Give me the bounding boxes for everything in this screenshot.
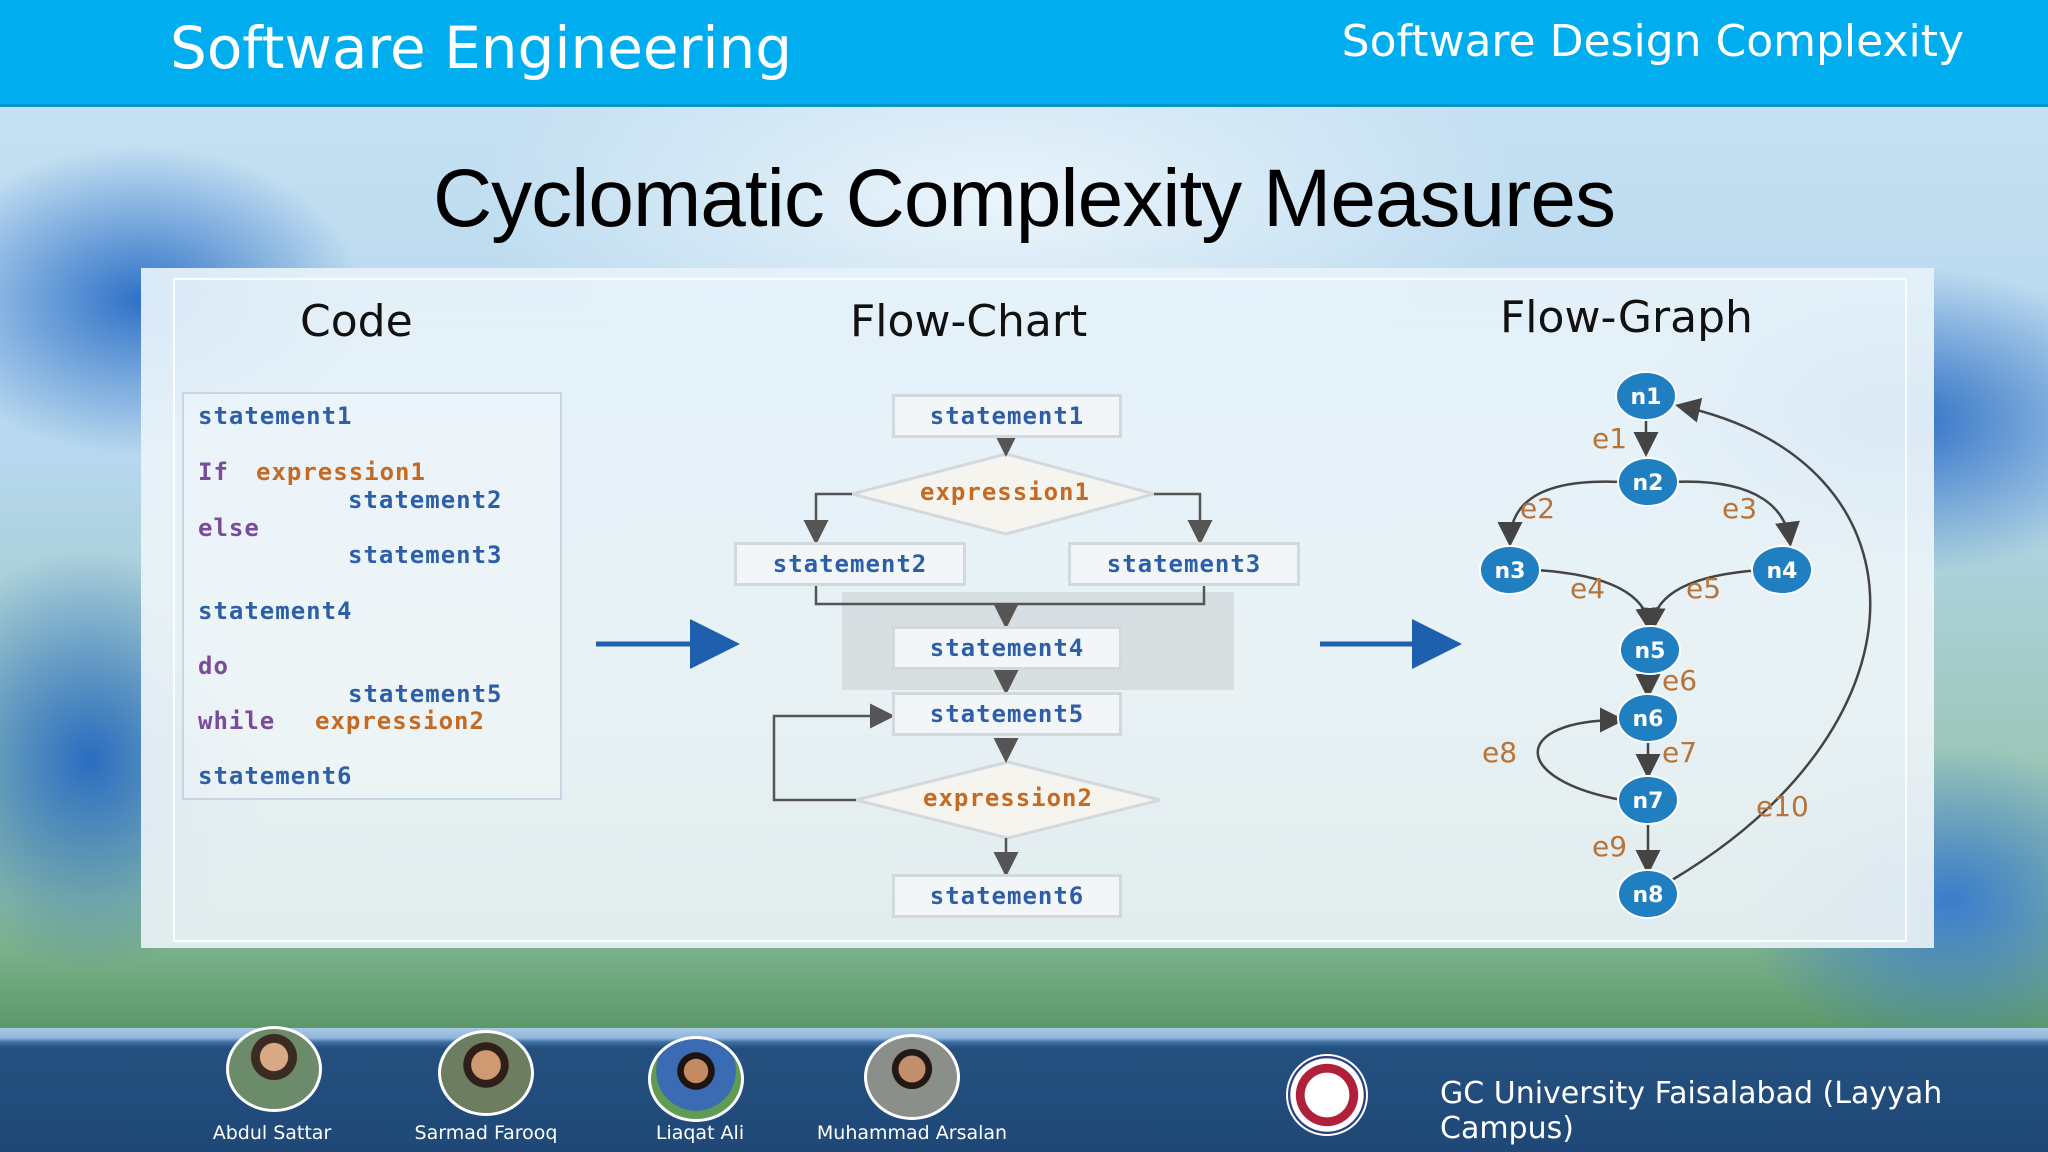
code-heading: Code <box>300 296 413 347</box>
code-line-statement5: statement5 <box>348 680 503 708</box>
university-logo-icon <box>1286 1054 1368 1136</box>
edge-label: e5 <box>1686 572 1721 605</box>
flowchart-expression2: expression2 <box>923 784 1093 812</box>
node-n2 <box>1617 457 1679 507</box>
node-label: n8 <box>1633 883 1664 908</box>
author-name: Liaqat Ali <box>655 1122 745 1144</box>
edge-label: e3 <box>1722 492 1757 525</box>
slide-header: Software Engineering Software Design Com… <box>0 0 2048 107</box>
code-line-statement6: statement6 <box>198 762 353 790</box>
flowchart-expression1: expression1 <box>920 478 1090 506</box>
node-n3 <box>1479 545 1541 595</box>
flowgraph-heading: Flow-Graph <box>1500 292 1753 343</box>
author-avatar <box>864 1034 960 1120</box>
flowchart-statement3: statement3 <box>1068 542 1300 586</box>
university-name: GC University Faisalabad (Layyah Campus) <box>1440 1076 1943 1146</box>
code-line-statement3: statement3 <box>348 541 503 569</box>
flowchart-statement2: statement2 <box>734 542 966 586</box>
code-do-keyword: do <box>198 652 229 680</box>
edge-label: e6 <box>1662 664 1697 697</box>
edge-label: e2 <box>1520 492 1555 525</box>
author-name: Abdul Sattar <box>212 1122 332 1144</box>
code-else-keyword: else <box>198 514 260 542</box>
edge-label: e8 <box>1482 736 1517 769</box>
flowchart-heading: Flow-Chart <box>850 296 1088 347</box>
edge-label: e1 <box>1592 422 1627 455</box>
author-avatar <box>438 1030 534 1116</box>
code-expression1: expression1 <box>256 458 426 486</box>
code-if-keyword: If <box>198 458 229 486</box>
node-label: n2 <box>1633 471 1664 496</box>
edge-label: e4 <box>1570 572 1605 605</box>
course-title: Software Engineering <box>170 14 793 82</box>
node-label: n7 <box>1633 789 1664 814</box>
flowchart-statement4: statement4 <box>892 626 1122 670</box>
slide-footer <box>0 1028 2048 1152</box>
author-name: Sarmad Farooq <box>414 1122 558 1144</box>
node-n6 <box>1617 693 1679 743</box>
node-n4 <box>1751 545 1813 595</box>
node-label: n1 <box>1631 385 1662 410</box>
author-avatar <box>226 1026 322 1112</box>
node-label: n4 <box>1767 559 1798 584</box>
node-n7 <box>1617 775 1679 825</box>
code-line-statement1: statement1 <box>198 402 353 430</box>
panel-border <box>173 278 1907 942</box>
node-label: n6 <box>1633 707 1664 732</box>
code-while-keyword: while <box>198 707 276 735</box>
code-line-statement2: statement2 <box>348 486 503 514</box>
code-line-statement4: statement4 <box>198 597 353 625</box>
edge-label: e10 <box>1756 790 1809 823</box>
author-avatar <box>648 1036 744 1122</box>
author-name: Muhammad Arsalan <box>816 1122 1008 1144</box>
code-expression2: expression2 <box>315 707 485 735</box>
edge-label: e7 <box>1662 736 1697 769</box>
flowchart-statement1: statement1 <box>892 394 1122 438</box>
topic-title: Software Design Complexity <box>1341 16 1964 67</box>
flowchart-statement6: statement6 <box>892 874 1122 918</box>
decision-diamond-1 <box>846 452 1160 536</box>
node-n1 <box>1615 371 1677 421</box>
node-label: n3 <box>1495 559 1526 584</box>
decision-diamond-2 <box>855 760 1161 840</box>
node-n8 <box>1617 869 1679 919</box>
code-box <box>182 392 562 800</box>
flowchart-statement5: statement5 <box>892 692 1122 736</box>
slide-title: Cyclomatic Complexity Measures <box>432 153 1616 244</box>
node-n5 <box>1619 625 1681 675</box>
edge-label: e9 <box>1592 830 1627 863</box>
node-label: n5 <box>1635 639 1666 664</box>
